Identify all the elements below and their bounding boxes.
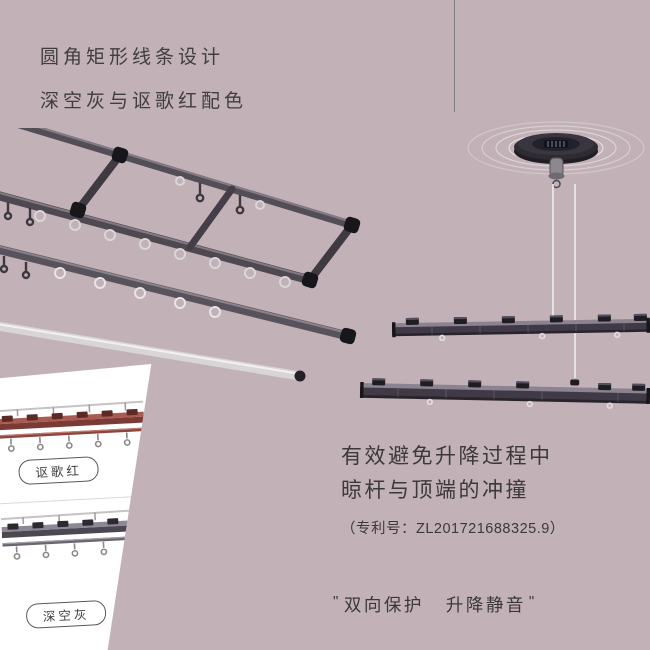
variant-badge-gray: 深空灰 [25, 599, 107, 629]
drying-rod-illustration [391, 313, 650, 342]
gray-variant-rod-photo [0, 508, 151, 560]
headline: 圆角矩形线条设计 深空灰与讴歌红配色 [40, 42, 247, 130]
variant-badge-red: 讴歌红 [17, 456, 100, 486]
red-variant-rod-photo [0, 400, 145, 452]
feature-line-1: 有效避免升降过程中 [341, 445, 553, 468]
open-quote: " [333, 593, 341, 610]
feature-copy: 有效避免升降过程中 晾杆与顶端的冲撞 （专利号：ZL201721688325.9… [341, 440, 565, 538]
patent-number: （专利号：ZL201721688325.9） [341, 521, 565, 537]
lift-cord-line [574, 184, 576, 378]
variant-badge-red-label: 讴歌红 [35, 463, 83, 481]
slogan: "双向保护升降静音" [330, 592, 540, 617]
rack-frame-illustration [0, 128, 361, 382]
ceiling-line [454, 0, 455, 112]
drying-rod-illustration [359, 378, 650, 409]
feature-line-2: 晾杆与顶端的冲撞 [341, 479, 529, 502]
slogan-right: 升降静音 [445, 595, 526, 615]
variant-badge-gray-label: 深空灰 [42, 607, 90, 625]
close-quote: " [528, 593, 537, 610]
headline-line-1: 圆角矩形线条设计 [40, 47, 225, 68]
hoist-motor-illustration [467, 121, 645, 189]
color-variant-panel: 讴歌红 [0, 364, 152, 650]
lift-cord-line [552, 184, 554, 316]
slogan-left: 双向保护 [343, 595, 424, 615]
panel-divider [0, 495, 149, 505]
color-variant-panel-inner: 讴歌红 [0, 364, 151, 650]
headline-line-2: 深空灰与讴歌红配色 [40, 91, 248, 112]
